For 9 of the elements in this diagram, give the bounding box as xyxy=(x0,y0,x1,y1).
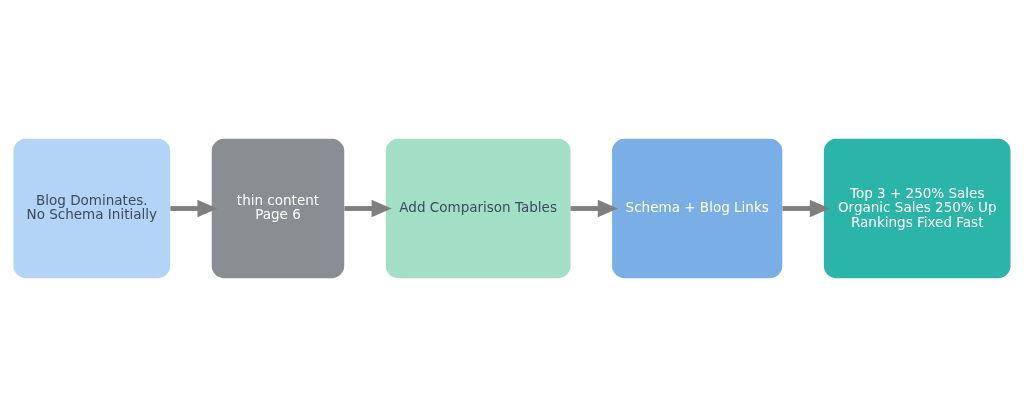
node-box: Top 3 + 250% Sales Organic Sales 250% Up Rankings Fixed Fast xyxy=(823,138,1011,278)
arrow xyxy=(570,199,618,217)
node-box: Blog Dominates. No Schema Initially xyxy=(13,138,171,278)
arrow xyxy=(344,199,392,217)
node-box: Schema + Blog Links xyxy=(612,138,783,278)
arrow xyxy=(782,199,830,217)
node-box: Add Comparison Tables xyxy=(385,138,571,278)
arrow xyxy=(170,199,218,217)
node-box: thin content Page 6 xyxy=(211,138,345,278)
